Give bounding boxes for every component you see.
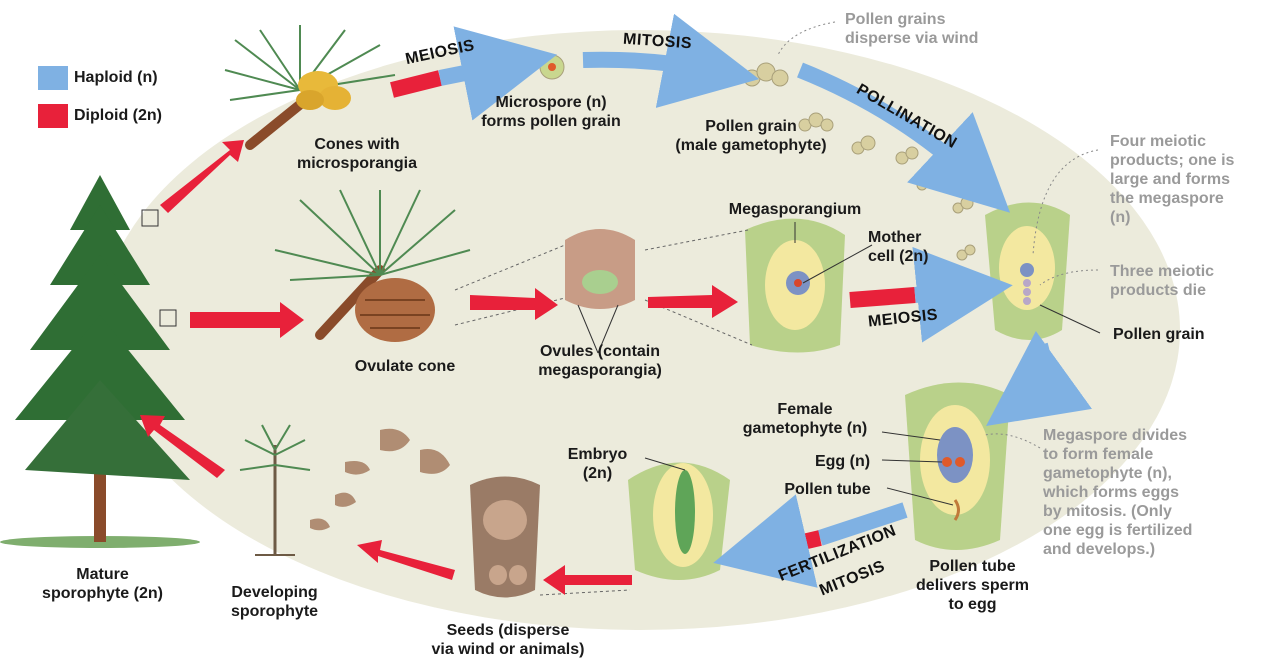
label-egg: Egg (n) bbox=[800, 452, 885, 471]
label-ovulate-cone: Ovulate cone bbox=[335, 357, 475, 376]
haploid-label: Haploid (n) bbox=[74, 69, 158, 87]
legend-haploid: Haploid (n) bbox=[38, 66, 158, 90]
label-pollen-grain-male: Pollen grain (male gametophyte) bbox=[666, 117, 836, 155]
label-mother-cell: Mother cell (2n) bbox=[868, 228, 968, 266]
haploid-swatch bbox=[38, 66, 68, 90]
legend-diploid: Diploid (2n) bbox=[38, 104, 162, 128]
label-cones-microsporangia: Cones with microsporangia bbox=[282, 135, 432, 173]
label-megasporangium: Megasporangium bbox=[705, 200, 885, 219]
label-pollen-grain: Pollen grain bbox=[1113, 325, 1243, 344]
diploid-swatch bbox=[38, 104, 68, 128]
label-embryo: Embryo (2n) bbox=[555, 445, 640, 483]
diploid-label: Diploid (2n) bbox=[74, 107, 162, 125]
label-mature-sporophyte: Mature sporophyte (2n) bbox=[25, 565, 180, 603]
label-pollen-tube-delivers: Pollen tube delivers sperm to egg bbox=[905, 557, 1040, 614]
label-megaspore-divides: Megaspore divides to form female gametop… bbox=[1043, 426, 1263, 559]
label-pollen-tube: Pollen tube bbox=[770, 480, 885, 499]
female-gametophyte-illustration bbox=[905, 383, 1010, 551]
embryo-seed-illustration bbox=[628, 463, 730, 581]
arrow-meiosis-mid bbox=[850, 295, 915, 300]
label-four-meiotic: Four meiotic products; one is large and … bbox=[1110, 132, 1265, 227]
label-seeds: Seeds (disperse via wind or animals) bbox=[408, 621, 608, 659]
label-microspore: Microspore (n) forms pollen grain bbox=[466, 93, 636, 131]
label-developing-sporophyte: Developing sporophyte bbox=[212, 583, 337, 621]
meiotic-products-illustration bbox=[985, 203, 1070, 341]
label-female-gametophyte: Female gametophyte (n) bbox=[725, 400, 885, 438]
label-three-meiotic: Three meiotic products die bbox=[1110, 262, 1265, 300]
label-ovules: Ovules (contain megasporangia) bbox=[520, 342, 680, 380]
label-pollen-disperse: Pollen grains disperse via wind bbox=[845, 10, 1025, 48]
